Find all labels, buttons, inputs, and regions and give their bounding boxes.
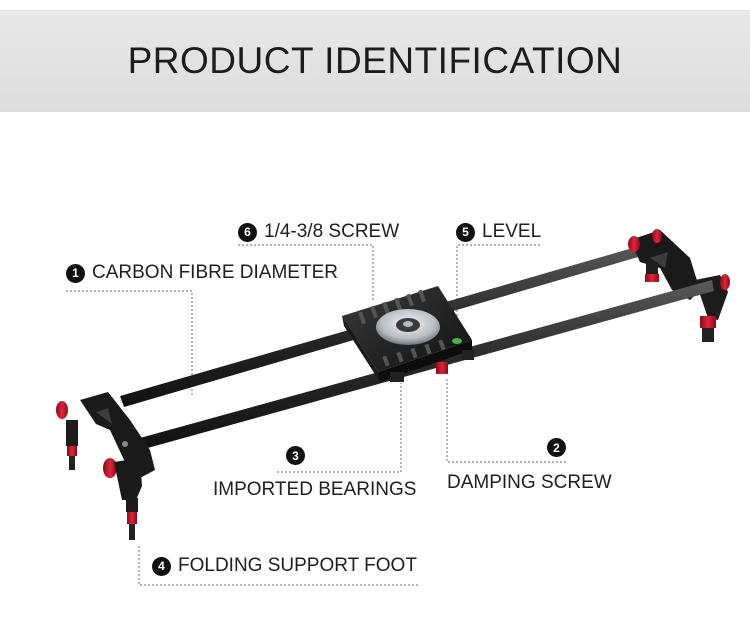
callout-imported-bearings: IMPORTED BEARINGS <box>213 479 416 501</box>
callout-label-5: LEVEL <box>482 221 542 242</box>
callout-label-6: 1/4-3/8 SCREW <box>264 221 400 242</box>
left-end-bracket <box>56 392 155 478</box>
leader-line-3 <box>277 383 402 473</box>
right-end-bracket <box>628 229 730 342</box>
callout-folding-support-foot: 4 FOLDING SUPPORT FOOT <box>152 555 417 577</box>
callout-number-1: 1 <box>66 263 85 283</box>
callout-label-1: CARBON FIBRE DIAMETER <box>92 262 338 283</box>
damping-screw <box>436 362 448 374</box>
level-bubble <box>452 338 462 344</box>
page-title: PRODUCT IDENTIFICATION <box>127 40 623 81</box>
bearing-block <box>390 372 404 382</box>
callout-number-3: 3 <box>286 446 305 465</box>
callout-imported-bearings-number: 3 <box>286 446 305 465</box>
callout-number-4: 4 <box>152 556 171 576</box>
callout-number-5: 5 <box>456 222 475 242</box>
leader-line-4 <box>138 546 420 586</box>
callout-carbon-fibre-diameter: 1 CARBON FIBRE DIAMETER <box>66 262 338 284</box>
callout-level: 5 LEVEL <box>456 221 541 243</box>
header-banner: PRODUCT IDENTIFICATION <box>0 10 750 112</box>
callout-label-4: FOLDING SUPPORT FOOT <box>178 555 417 576</box>
carriage-plate <box>342 286 474 382</box>
leader-lines <box>66 244 566 586</box>
leader-line-6 <box>238 244 374 300</box>
callout-label-3: IMPORTED BEARINGS <box>213 479 417 500</box>
callout-screw: 6 1/4-3/8 SCREW <box>238 221 399 243</box>
leader-line-1 <box>66 290 193 395</box>
callout-damping-screw-number: 2 <box>547 438 566 457</box>
callout-label-2: DAMPING SCREW <box>447 472 612 493</box>
folding-support-foot <box>103 458 142 540</box>
callout-number-2: 2 <box>547 438 566 457</box>
callout-number-6: 6 <box>238 222 257 242</box>
callout-damping-screw: DAMPING SCREW <box>447 472 612 494</box>
